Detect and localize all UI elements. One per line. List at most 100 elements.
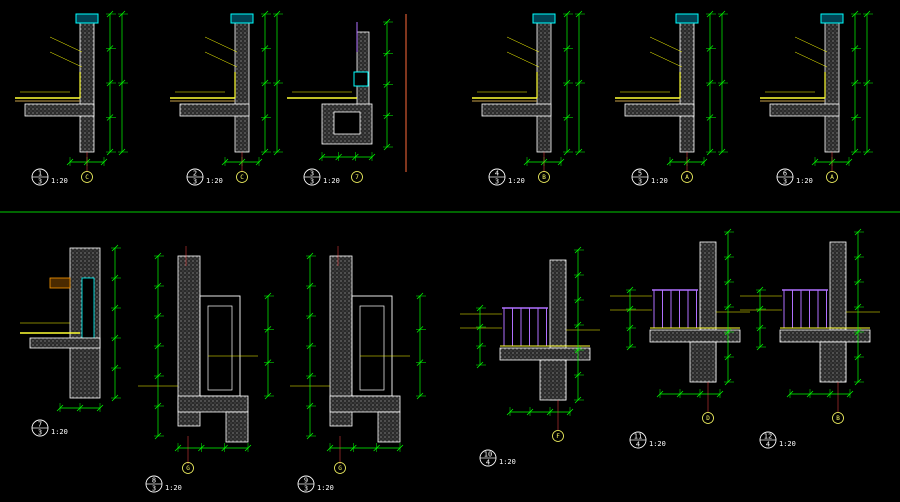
axis-bubble bbox=[832, 412, 844, 424]
roof-slab bbox=[24, 103, 95, 117]
leader-line bbox=[204, 36, 238, 53]
leader-line bbox=[794, 51, 828, 68]
detail-sheet-number: 3 bbox=[638, 178, 642, 186]
detail-scale: 1:20 bbox=[649, 440, 666, 448]
coping bbox=[675, 13, 699, 24]
detail-scale: 1:20 bbox=[323, 177, 340, 185]
detail-number: 1 bbox=[38, 170, 42, 178]
axis-label: 7 bbox=[355, 174, 359, 181]
detail-number: 6 bbox=[783, 170, 787, 178]
leader-line bbox=[49, 51, 83, 68]
beam bbox=[225, 411, 249, 443]
detail-3: 7 33 1:20 bbox=[287, 18, 393, 186]
detail-number: 9 bbox=[304, 477, 308, 485]
detail-number: 8 bbox=[152, 477, 156, 485]
detail-number: 12 bbox=[764, 433, 772, 441]
detail-5: A 53 1:20 bbox=[615, 10, 728, 186]
window-opening bbox=[351, 295, 393, 397]
edge-beam bbox=[539, 359, 567, 401]
axis-label: F bbox=[556, 433, 560, 440]
detail-sheet-number: 4 bbox=[766, 441, 770, 449]
detail-number: 10 bbox=[484, 451, 492, 459]
leader-line bbox=[49, 36, 83, 53]
edge-beam bbox=[819, 341, 847, 383]
detail-scale: 1:20 bbox=[651, 177, 668, 185]
roof-slab bbox=[179, 103, 250, 117]
leader-line bbox=[204, 51, 238, 68]
window-frame bbox=[359, 305, 385, 391]
detail-scale: 1:20 bbox=[796, 177, 813, 185]
axis-bubble bbox=[182, 462, 194, 474]
axis-bubble bbox=[702, 412, 714, 424]
axis-bubble bbox=[538, 171, 550, 183]
axis-label: C bbox=[85, 174, 89, 181]
floor-slab bbox=[329, 395, 401, 413]
detail-sheet-number: 3 bbox=[193, 178, 197, 186]
axis-bubble bbox=[351, 171, 363, 183]
coping bbox=[75, 13, 99, 24]
parapet-wall bbox=[79, 21, 95, 153]
beam bbox=[377, 411, 401, 443]
detail-number: 3 bbox=[310, 170, 314, 178]
axis-bubble bbox=[334, 462, 346, 474]
parapet-wall bbox=[679, 21, 695, 153]
axis-label: B bbox=[542, 174, 546, 181]
detail-scale: 1:20 bbox=[779, 440, 796, 448]
gutter-channel bbox=[333, 111, 361, 135]
axis-bubble bbox=[81, 171, 93, 183]
detail-sheet-number: 3 bbox=[304, 485, 308, 493]
eave-opening bbox=[81, 277, 95, 339]
axis-bubble bbox=[826, 171, 838, 183]
axis-label: D bbox=[706, 415, 710, 422]
coping bbox=[532, 13, 556, 24]
detail-sheet-number: 3 bbox=[783, 178, 787, 186]
leader-line bbox=[649, 36, 683, 53]
detail-sheet-number: 4 bbox=[636, 441, 640, 449]
detail-scale: 1:20 bbox=[51, 428, 68, 436]
leader-line bbox=[506, 51, 540, 68]
edge-beam bbox=[689, 341, 717, 383]
detail-12: B 124 1:20 bbox=[740, 228, 880, 449]
eave-board bbox=[49, 277, 71, 289]
axis-label: B bbox=[836, 415, 840, 422]
roof-slab bbox=[481, 103, 552, 117]
detail-number: 5 bbox=[638, 170, 642, 178]
detail-scale: 1:20 bbox=[499, 458, 516, 466]
detail-1: C 13 1:20 bbox=[15, 10, 128, 186]
detail-sheet-number: 3 bbox=[310, 178, 314, 186]
axis-bubble bbox=[681, 171, 693, 183]
axis-label: A bbox=[830, 174, 834, 181]
detail-number: 7 bbox=[38, 421, 42, 429]
roof-slab bbox=[624, 103, 695, 117]
detail-scale: 1:20 bbox=[51, 177, 68, 185]
detail-sheet-number: 4 bbox=[486, 459, 490, 467]
detail-sheet-number: 3 bbox=[152, 485, 156, 493]
axis-bubble bbox=[236, 171, 248, 183]
detail-sheet-number: 3 bbox=[38, 178, 42, 186]
axis-bubble bbox=[552, 430, 564, 442]
eave-slab bbox=[29, 337, 101, 349]
axis-label: G bbox=[186, 465, 190, 472]
window-opening bbox=[199, 295, 241, 397]
leader-line bbox=[506, 36, 540, 53]
axis-label: C bbox=[240, 174, 244, 181]
detail-10: F 104 1:20 bbox=[460, 246, 600, 467]
parapet-wall bbox=[824, 21, 840, 153]
detail-number: 4 bbox=[495, 170, 499, 178]
axis-label: A bbox=[685, 174, 689, 181]
coping bbox=[230, 13, 254, 24]
gutter-outlet bbox=[353, 71, 369, 87]
axis-label: G bbox=[338, 465, 342, 472]
coping bbox=[820, 13, 844, 24]
leader-line bbox=[649, 51, 683, 68]
floor-slab bbox=[177, 395, 249, 413]
leader-line bbox=[794, 36, 828, 53]
